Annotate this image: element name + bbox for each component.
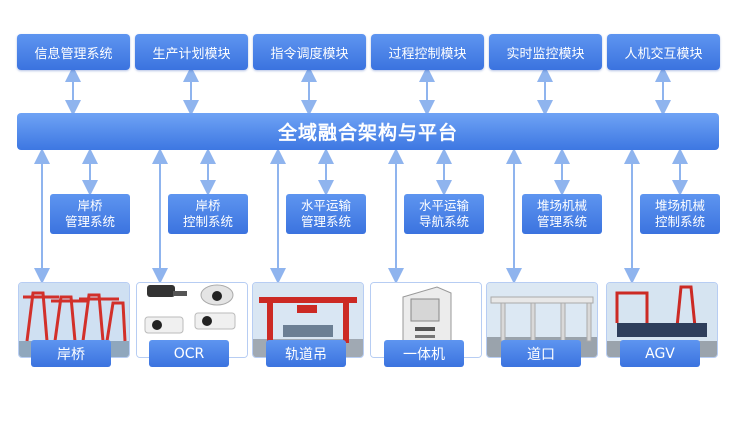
subsystem-line: 堆场机械: [654, 198, 705, 213]
device-label-kiosk: 一体机: [384, 340, 464, 367]
platform-bar: 全域融合架构与平台: [17, 113, 719, 150]
subsystem-line: 堆场机械: [536, 198, 587, 213]
module-production-plan: 生产计划模块: [135, 34, 248, 70]
subsystem-line: 管理系统: [300, 214, 351, 229]
module-process-control: 过程控制模块: [371, 34, 484, 70]
device-label-ocr: OCR: [149, 340, 229, 367]
device-label-agv: AGV: [620, 340, 700, 367]
subsystem-line: 岸桥: [77, 198, 103, 213]
device-label-gate: 道口: [501, 340, 581, 367]
subsystem-line: 管理系统: [536, 214, 587, 229]
module-info-management: 信息管理系统: [17, 34, 130, 70]
module-command-dispatch: 指令调度模块: [253, 34, 366, 70]
module-realtime-monitor: 实时监控模块: [489, 34, 602, 70]
module-hmi: 人机交互模块: [607, 34, 720, 70]
subsystem-transport-navigation: 水平运输 导航系统: [404, 194, 484, 234]
subsystem-line: 控制系统: [654, 214, 705, 229]
subsystem-line: 水平运输: [418, 198, 469, 213]
subsystem-yard-control: 堆场机械 控制系统: [640, 194, 720, 234]
subsystem-line: 水平运输: [300, 198, 351, 213]
subsystem-qc-management: 岸桥 管理系统: [50, 194, 130, 234]
subsystem-qc-control: 岸桥 控制系统: [168, 194, 248, 234]
subsystem-line: 管理系统: [64, 214, 115, 229]
device-label-rail-crane: 轨道吊: [266, 340, 346, 367]
subsystem-yard-management: 堆场机械 管理系统: [522, 194, 602, 234]
subsystem-transport-management: 水平运输 管理系统: [286, 194, 366, 234]
device-label-quay-crane: 岸桥: [31, 340, 111, 367]
subsystem-line: 导航系统: [418, 214, 469, 229]
subsystem-line: 岸桥: [195, 198, 221, 213]
subsystem-line: 控制系统: [182, 214, 233, 229]
